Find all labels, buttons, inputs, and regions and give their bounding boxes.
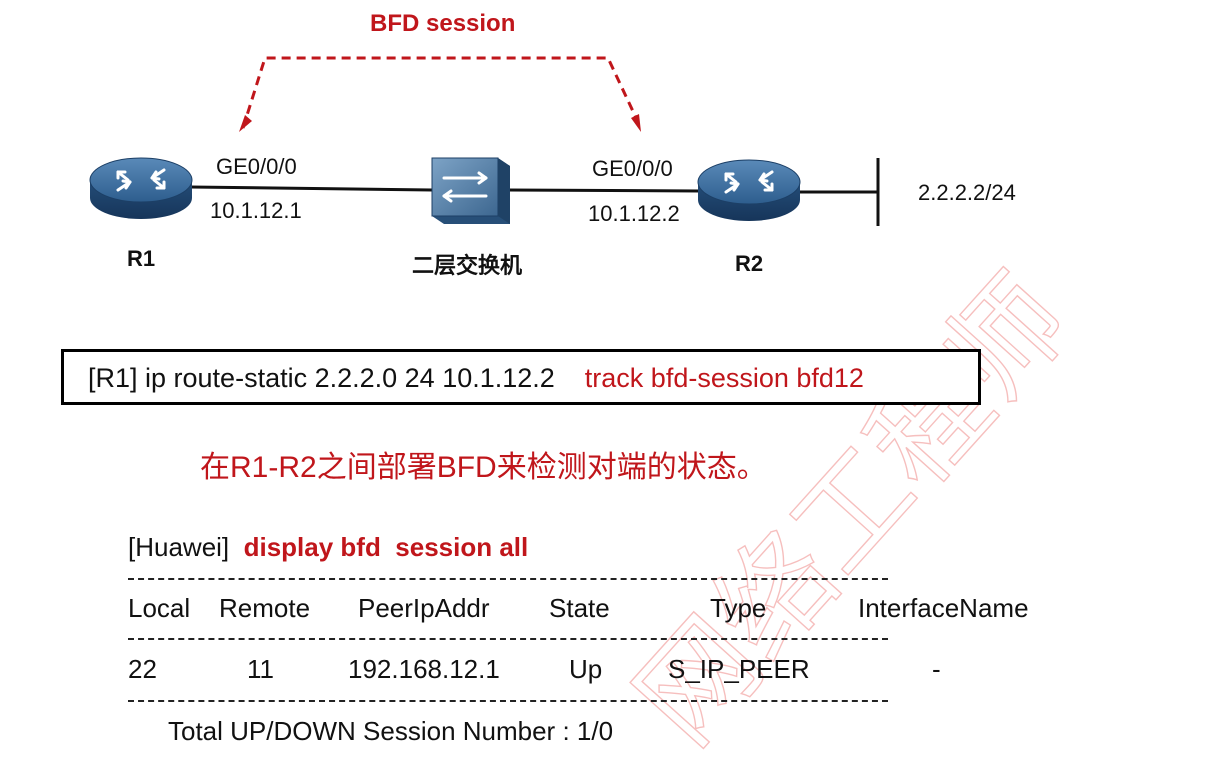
- r1-interface-label: GE0/0/0: [216, 154, 297, 179]
- bfd-arrowhead-left: [239, 115, 252, 132]
- cli-command: display bfd session all: [243, 532, 529, 562]
- command-prefix: [R1] ip route-static 2.2.2.0 24 10.1.12.…: [88, 363, 555, 393]
- r2-name-label: R2: [735, 251, 764, 276]
- cli-cell-remote: 11: [247, 654, 274, 684]
- r1-name-label: R1: [127, 246, 156, 271]
- link-switch-r2: [507, 188, 701, 193]
- cli-cell-peerip: 192.168.12.1: [348, 654, 500, 684]
- bfd-session-arrow: [241, 56, 640, 129]
- r1-ip-label: 10.1.12.1: [210, 198, 302, 223]
- cli-command-line: [Huawei] display bfd session all: [128, 532, 528, 563]
- cli-header-peerip: PeerIpAddr: [358, 593, 490, 623]
- cli-header-local: Local: [128, 593, 191, 623]
- switch-icon: [431, 157, 510, 224]
- router-r2-icon: [697, 159, 801, 221]
- command-suffix: track bfd-session bfd12: [584, 363, 864, 393]
- cli-header-type: Type: [710, 593, 767, 623]
- cli-cell-local: 22: [128, 654, 157, 684]
- cli-header-remote: Remote: [219, 593, 311, 623]
- cli-header-state: State: [549, 593, 610, 623]
- cli-divider: [128, 700, 888, 702]
- cli-cell-type: S_IP_PEER: [668, 654, 810, 684]
- cli-divider: [128, 638, 888, 640]
- cli-divider: [128, 578, 888, 580]
- cli-header-interface: InterfaceName: [858, 593, 1029, 623]
- static-route-command-box: [R1] ip route-static 2.2.2.0 24 10.1.12.…: [61, 349, 981, 405]
- router-r1-icon: [89, 157, 193, 219]
- cli-cell-state: Up: [569, 654, 603, 684]
- r2-ip-label: 10.1.12.2: [588, 201, 680, 226]
- cli-cell-interface: -: [932, 654, 941, 684]
- network-label: 2.2.2.2/24: [918, 180, 1016, 205]
- r2-interface-label: GE0/0/0: [592, 156, 673, 181]
- deployment-note: 在R1-R2之间部署BFD来检测对端的状态。: [200, 451, 767, 484]
- link-r1-switch: [189, 185, 433, 192]
- cli-total-sessions: Total UP/DOWN Session Number : 1/0: [168, 716, 614, 746]
- cli-prompt: [Huawei]: [128, 532, 230, 562]
- topology-diagram: [89, 56, 880, 226]
- bfd-session-label: BFD session: [370, 10, 516, 37]
- switch-name-label: 二层交换机: [412, 253, 523, 278]
- bfd-arrowhead-right: [631, 114, 641, 132]
